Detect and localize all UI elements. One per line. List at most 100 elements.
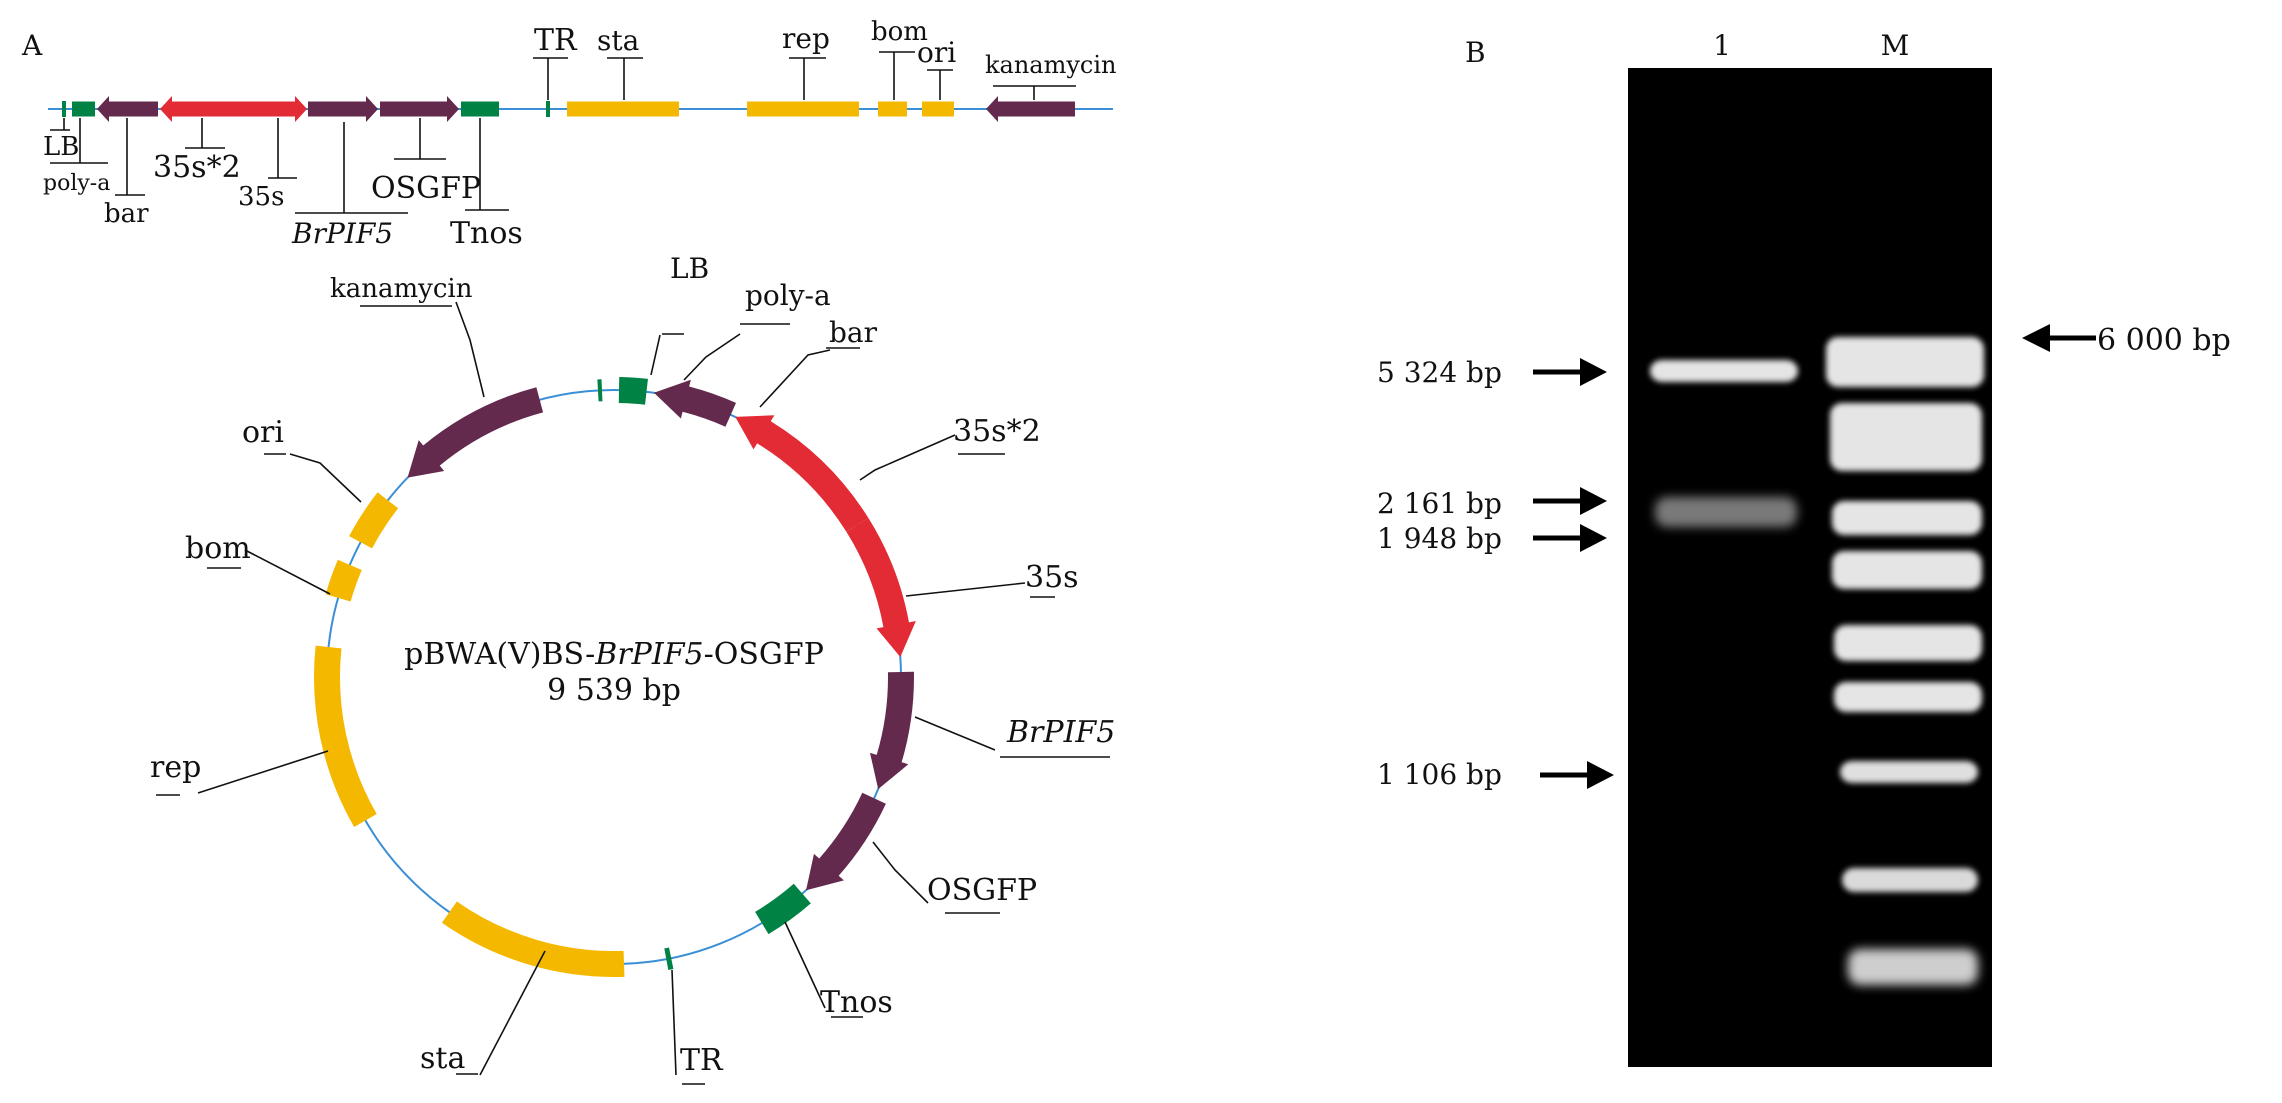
linear-feature-35s (245, 96, 307, 122)
linear-leader-ori (927, 69, 953, 100)
plasmid-name: pBWA(V)BS-BrPIF5-OSGFP (404, 637, 824, 672)
arrow-right-icon-head (1580, 524, 1607, 552)
linear-feature-rep (747, 101, 859, 117)
circ-feature-BrPIF5 (870, 671, 914, 790)
circ-label-35s: 35s (1025, 560, 1079, 595)
linear-leader-bar (115, 118, 145, 196)
linear-label-bom: bom (871, 17, 928, 47)
circ-feature-OSGFP (806, 792, 886, 891)
linear-leader-LB (50, 118, 70, 131)
circ-label-OSGFP: OSGFP (927, 873, 1037, 908)
marker-1106: 1 106 bp (1377, 758, 1614, 791)
linear-feature-poly-a (72, 101, 95, 117)
circ-label-35s-2: 35s*2 (953, 414, 1041, 449)
circ-label-Tnos: Tnos (820, 985, 893, 1020)
circ-label-bar: bar (829, 316, 878, 349)
circ-leader-poly-a (683, 323, 790, 381)
linear-feature-BrPIF5 (308, 96, 378, 122)
circ-leader-sta (456, 950, 546, 1076)
linear-leader-rep (789, 57, 826, 100)
circ-leader-rep (156, 750, 329, 796)
circ-label-bom: bom (185, 531, 251, 566)
linear-label-35s-2: 35s*2 (153, 150, 241, 185)
circ-label-poly-a: poly-a (745, 279, 831, 312)
circ-leader-35s-2 (859, 434, 1005, 481)
circ-feature-rep (314, 645, 377, 827)
lane-label-M: M (1881, 29, 1910, 62)
linear-leader-poly-a (50, 118, 108, 164)
circ-label-sta: sta (420, 1041, 465, 1076)
circular-map: pBWA(V)BS-BrPIF5-OSGFP 9 539 bp LB poly-… (150, 252, 1115, 1085)
linear-leader-OSGFP (394, 118, 446, 160)
linear-map: LB poly-a bar 35s*2 35s BrPIF5 OSGFP Tno… (43, 17, 1117, 251)
linear-label-LB: LB (43, 132, 79, 162)
circ-leader-TR (671, 969, 705, 1085)
linear-feature-bar (97, 96, 158, 122)
circ-label-BrPIF5: BrPIF5 (1006, 715, 1115, 750)
linear-label-bar: bar (104, 199, 149, 229)
circ-leader-OSGFP (872, 841, 1000, 914)
circ-feature-Tnos (755, 883, 811, 935)
marker-1948: 1 948 bp (1377, 522, 1607, 555)
circ-leader-LB (650, 333, 684, 376)
gel-band-lane-M (1834, 682, 1982, 712)
linear-leader-Tnos (465, 118, 509, 211)
circ-feature-sta (441, 901, 625, 977)
plasmid-name-suffix: -OSGFP (704, 637, 824, 672)
linear-label-Tnos: Tnos (450, 216, 523, 251)
linear-feature-bom (878, 101, 907, 117)
linear-leader-35s-2 (185, 118, 225, 149)
linear-label-TR: TR (534, 23, 578, 58)
circ-feature-35s-2 (735, 415, 869, 532)
gel-band-lane-M (1826, 337, 1984, 387)
lane-label-1: 1 (1713, 29, 1731, 62)
circ-leader-kanamycin (360, 301, 485, 398)
circ-leader-bar (759, 347, 860, 408)
linear-label-sta: sta (597, 24, 639, 57)
marker-label: 2 161 bp (1377, 487, 1502, 520)
marker-label: 1 948 bp (1377, 522, 1502, 555)
linear-label-rep: rep (782, 22, 830, 55)
linear-feature-kanamycin (986, 96, 1075, 122)
linear-label-BrPIF5: BrPIF5 (291, 217, 393, 250)
arrow-right-icon-head (1587, 761, 1614, 789)
gel-band-lane-M (1834, 625, 1982, 661)
linear-label-ori: ori (917, 36, 956, 69)
plasmid-name-gene: BrPIF5 (594, 637, 703, 672)
linear-feature-sta (567, 101, 679, 117)
arrow-right-icon-head (1580, 487, 1607, 515)
arrow-right-icon-head (1580, 358, 1607, 386)
circ-leader-Tnos (784, 921, 863, 1018)
linear-label-OSGFP: OSGFP (371, 171, 481, 206)
linear-feature-OSGFP (380, 96, 459, 122)
circ-feature-ori (349, 492, 399, 549)
linear-leader-TR (533, 57, 568, 100)
gel-band-lane-1 (1650, 360, 1798, 382)
panel-b-label: B (1465, 36, 1486, 69)
gel-band-lane-M (1832, 551, 1982, 589)
circ-leader-35s (905, 582, 1055, 598)
gel-band-lane-M (1840, 761, 1978, 783)
circ-label-TR: TR (680, 1043, 724, 1078)
linear-leader-BrPIF5 (295, 122, 408, 214)
marker-label: 5 324 bp (1377, 356, 1502, 389)
linear-feature-Tnos (461, 101, 499, 117)
linear-feature-35s-2 (160, 96, 245, 122)
marker-2161: 2 161 bp (1377, 487, 1607, 520)
plasmid-size: 9 539 bp (547, 673, 681, 708)
circ-leader-bom (207, 549, 331, 595)
linear-label-kanamycin: kanamycin (985, 51, 1117, 79)
marker-5324: 5 324 bp (1377, 356, 1607, 389)
circ-feature-kanamycin (407, 387, 544, 478)
linear-leader-sta (607, 57, 643, 100)
gel-band-lane-M (1848, 949, 1978, 985)
linear-feature-TR (546, 101, 550, 117)
circ-label-kanamycin: kanamycin (330, 274, 473, 304)
gel-band-lane-M (1842, 868, 1978, 892)
linear-label-35s: 35s (238, 182, 284, 212)
circ-leader-ori (264, 453, 362, 503)
linear-leader-bom (879, 51, 915, 100)
circ-label-rep: rep (150, 750, 201, 785)
marker-6000: 6 000 bp (2022, 323, 2231, 358)
